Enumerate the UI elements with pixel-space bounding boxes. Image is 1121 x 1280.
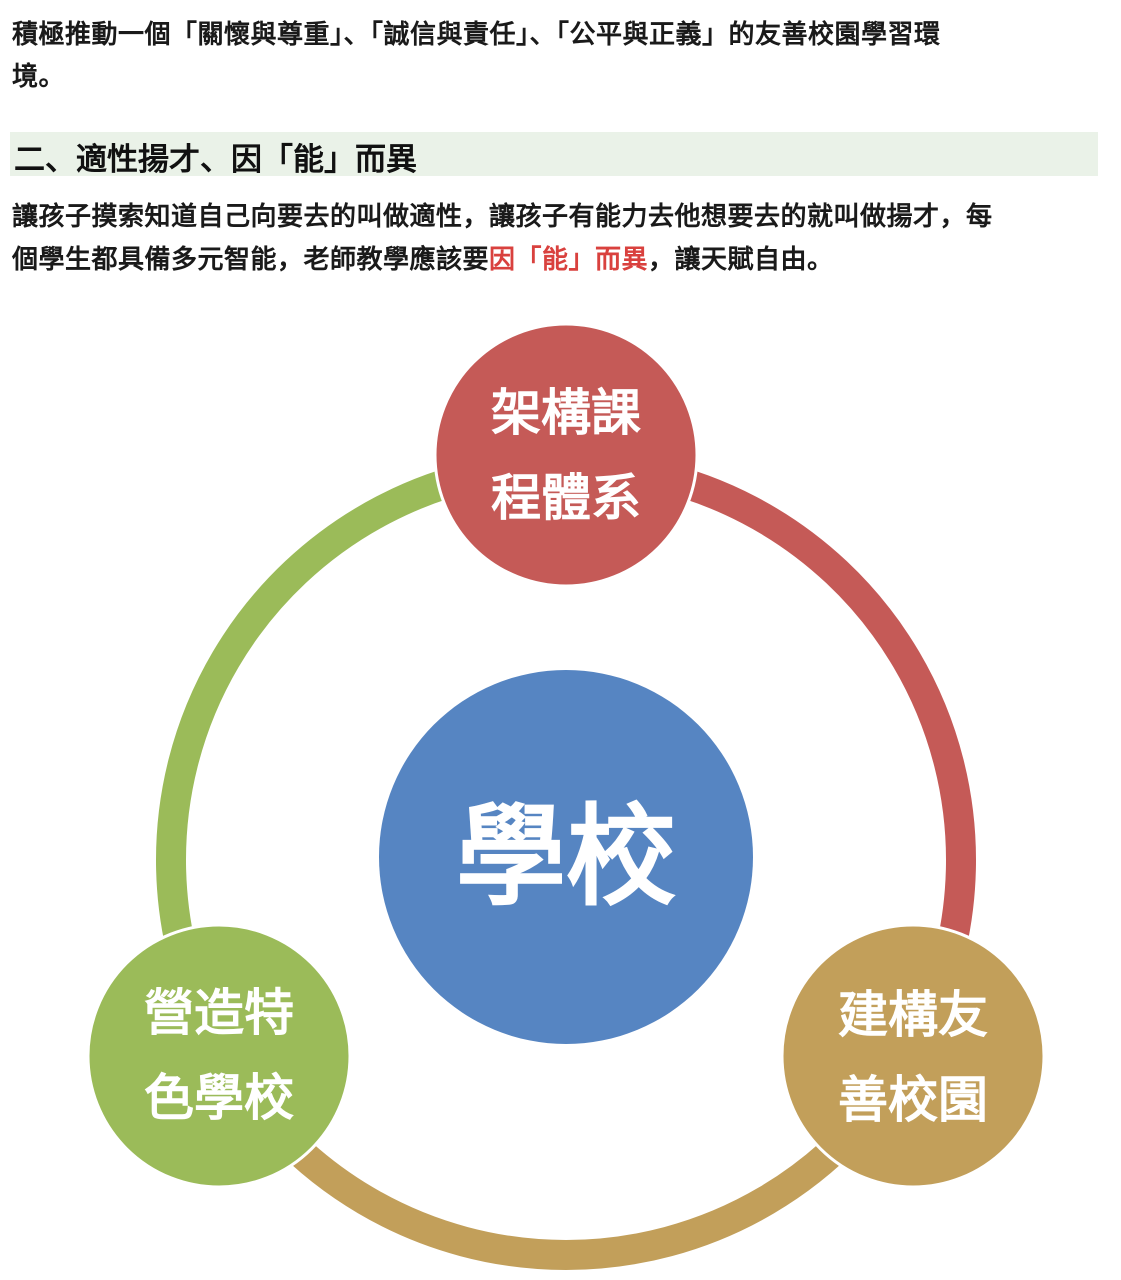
right-label-2: 善校園 <box>838 1071 988 1129</box>
section-heading: 二、適性揚才、因「能」而異 <box>10 132 1098 178</box>
left-label-2: 色學校 <box>144 1069 294 1127</box>
section-heading-text: 二、適性揚才、因「能」而異 <box>14 142 417 178</box>
intro-line-2: 境。 <box>12 62 66 92</box>
intro-line-1: 積極推動一個「關懷與尊重」、「誠信與責任」、「公平與正義」的友善校園學習環 <box>12 20 941 50</box>
top-label-1: 架構課 <box>491 384 641 442</box>
top-circle <box>433 322 699 588</box>
paragraph-text-end: ，讓天賦自由。 <box>648 245 834 275</box>
section-paragraph-line-2: 個學生都具備多元智能，老師教學應該要因「能」而異，讓天賦自由。 <box>12 239 834 276</box>
paragraph-text: 個學生都具備多元智能，老師教學應該要 <box>12 245 490 275</box>
right-circle <box>780 923 1046 1189</box>
center-circle <box>379 670 753 1044</box>
center-label: 學校 <box>456 793 676 921</box>
left-label-1: 營造特 <box>144 984 294 1042</box>
section-paragraph-line-1: 讓孩子摸索知道自己向要去的叫做適性，讓孩子有能力去他想要去的就叫做揚才，每 <box>12 202 993 232</box>
paragraph-highlight: 因「能」而異 <box>489 245 649 275</box>
right-label-1: 建構友 <box>838 986 988 1044</box>
top-label-2: 程體系 <box>491 469 641 527</box>
left-circle <box>86 923 352 1189</box>
